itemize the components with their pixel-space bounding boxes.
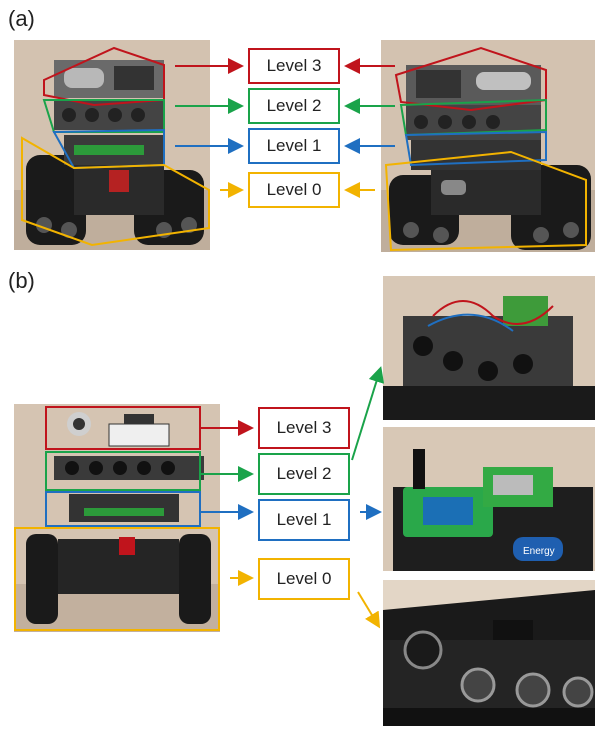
detail-photo-level-1: Energy [383, 427, 595, 571]
battery-label: Energy [523, 546, 555, 557]
level-2-box-a: Level 2 [248, 88, 340, 124]
detail-photo-level-2 [383, 276, 595, 420]
robot-photo-b-front [14, 404, 220, 632]
arrow-b-detail-level-0 [357, 591, 381, 629]
arrow-b-detail-level-2 [351, 366, 385, 461]
level-3-box-a: Level 3 [248, 48, 340, 84]
level-0-box-a: Level 0 [248, 172, 340, 208]
level-3-box-b: Level 3 [258, 407, 350, 449]
level-1-box-a: Level 1 [248, 128, 340, 164]
detail-photo-level-0 [383, 580, 595, 726]
robot-photo-a-right [381, 40, 595, 252]
level-0-box-b: Level 0 [258, 558, 350, 600]
panel-b-label: (b) [8, 268, 35, 293]
panel-a-label: (a) [8, 6, 35, 31]
level-2-box-b: Level 2 [258, 453, 350, 495]
level-1-box-b: Level 1 [258, 499, 350, 541]
